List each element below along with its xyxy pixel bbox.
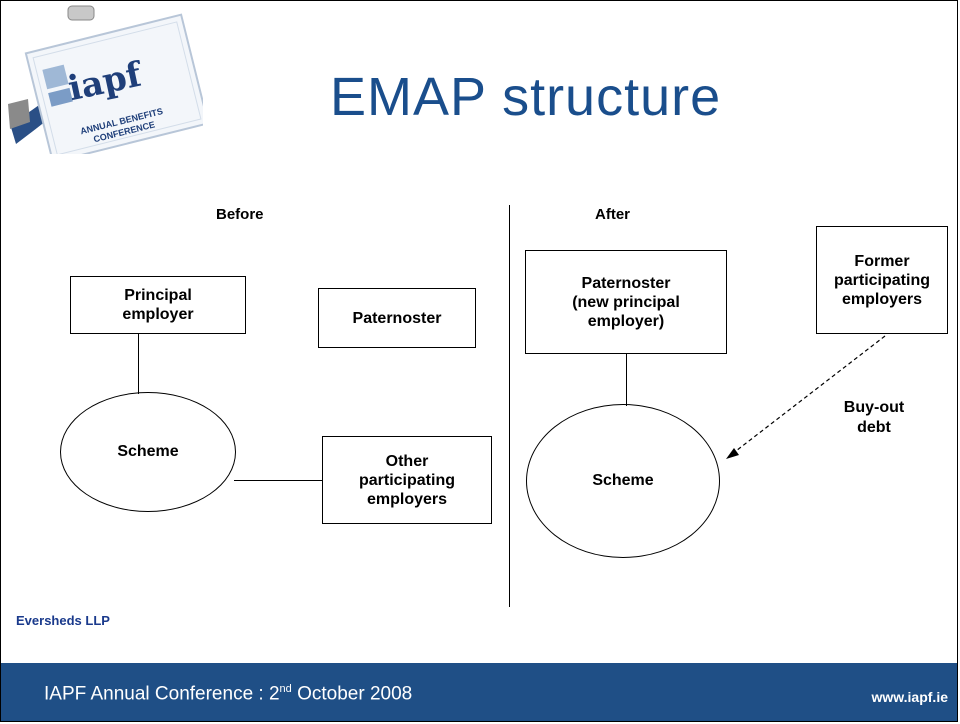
before-heading: Before	[216, 206, 264, 223]
connector-scheme-other	[234, 480, 322, 481]
website-link[interactable]: www.iapf.ie	[871, 689, 949, 705]
buyout-debt-label: Buy-out debt	[843, 399, 905, 436]
former-participating-box: Former participating employers	[816, 226, 948, 334]
slide-title: EMAP structure	[330, 67, 722, 127]
conference-text: IAPF Annual Conference : 2nd October 200…	[44, 683, 412, 705]
buyout-debt-arrow	[726, 335, 886, 459]
paternoster-box: Paternoster	[318, 288, 476, 348]
other-participating-box: Other participating employers	[322, 436, 492, 524]
org-name: Eversheds LLP	[16, 613, 110, 628]
footer-bar	[1, 663, 957, 721]
principal-employer-box: Principal employer	[70, 276, 246, 334]
connector-principal-scheme	[138, 334, 139, 394]
conference-sup: nd	[279, 683, 292, 695]
scheme-circle-after: Scheme	[526, 404, 720, 558]
column-divider	[509, 205, 510, 607]
conference-suffix: October 2008	[291, 683, 413, 705]
scheme-circle-before: Scheme	[60, 392, 236, 512]
connector-paternoster-scheme	[626, 354, 627, 406]
conference-prefix: IAPF Annual Conference : 2	[44, 683, 280, 705]
after-heading: After	[595, 206, 631, 223]
paternoster-new-principal-box: Paternoster (new principal employer)	[525, 250, 727, 354]
iapf-badge-logo	[8, 5, 203, 154]
